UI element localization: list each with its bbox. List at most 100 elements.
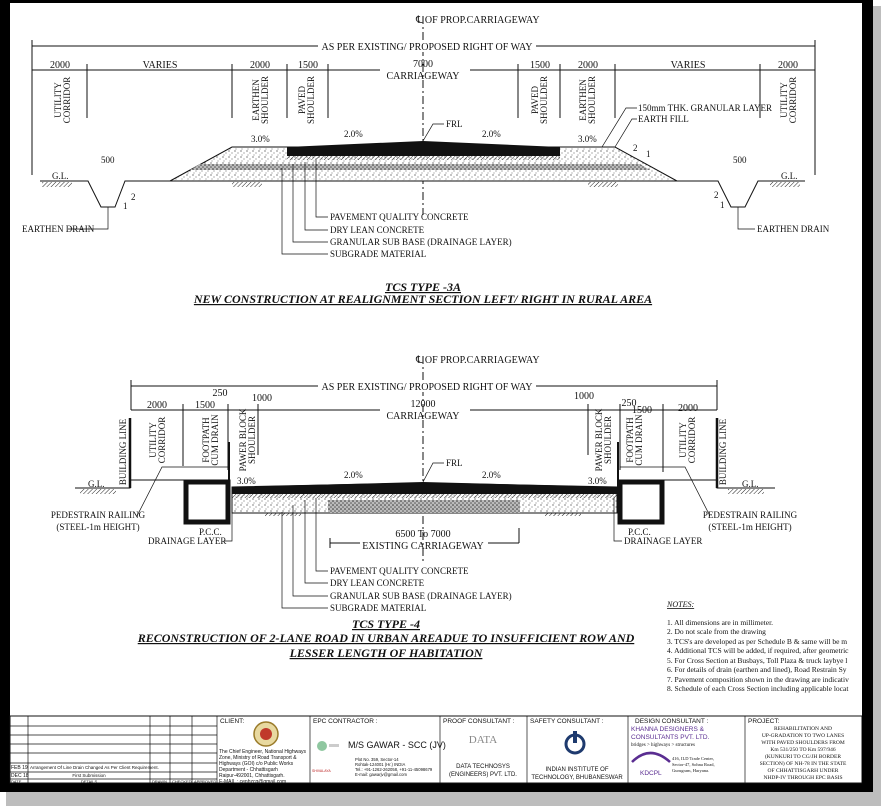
slope-ratio: 1 — [123, 201, 128, 211]
client-address: Raipur-492001, Chhattisgarh. — [219, 773, 285, 779]
slope-label: 3.0% — [251, 134, 270, 144]
carriageway-label: CARRIAGEWAY — [387, 71, 460, 82]
slope-label: 3.0% — [237, 476, 256, 486]
frl-label: FRL — [446, 458, 463, 468]
design-address: Gurugram, Haryana. — [672, 768, 709, 774]
granular-layer-label: 150mm THK. GRANULAR LAYER — [638, 103, 772, 113]
design-address: Sector-47, Sohna Road, — [672, 762, 715, 768]
revision-date: FEB 19 — [11, 765, 28, 771]
zone-label: UTILITY — [53, 82, 63, 118]
rev-header: DRAWN — [152, 779, 167, 784]
slope-ratio: 2 — [714, 190, 719, 200]
slope-label: 2.0% — [482, 129, 501, 139]
row-label: AS PER EXISTING/ PROPOSED RIGHT OF WAY — [322, 42, 533, 53]
rev-header: DETAILS — [81, 779, 98, 784]
notes-heading: NOTES: — [666, 600, 694, 609]
centerline-label: ℄ OF PROP.CARRIAGEWAY — [415, 15, 540, 26]
client-address: The Chief Engineer, National Highways — [219, 749, 306, 755]
design-heading: DESIGN CONSULTANT : — [635, 718, 709, 725]
earthen-drain-label: EARTHEN DRAIN — [757, 224, 830, 234]
railing-label: PEDESTRAIN RAILING — [51, 510, 146, 520]
dim-label: 1000 — [574, 391, 594, 402]
epc-heading: EPC CONTRACTOR : — [313, 718, 378, 725]
dim-label: 2000 — [50, 60, 70, 71]
zone-label: CUM DRAIN — [210, 414, 220, 466]
zone-label: EARTHEN — [251, 79, 261, 121]
kdcpl-logo-text: KDCPL — [640, 770, 662, 777]
revision-date: DEC 18 — [11, 773, 29, 779]
zone-label: BUILDING LINE — [718, 418, 728, 485]
pcc-label: P.C.C. — [628, 527, 651, 537]
dim-label: 250 — [622, 398, 637, 409]
project-text: UP-GRADATION TO TWO LANES — [762, 733, 844, 739]
project-text: NHDP-IV THROUGH EPC BASIS — [763, 775, 842, 781]
slope-ratio: 1 — [646, 149, 651, 159]
project-text: OF CHHATTISGARH UNDER — [768, 768, 839, 774]
zone-label: FOOTPATH — [201, 417, 211, 463]
centerline-label: ℄ OF PROP.CARRIAGEWAY — [415, 355, 540, 366]
sheet-frame-right — [862, 0, 873, 792]
right-drain-box — [617, 479, 665, 525]
slope-label: 3.0% — [578, 134, 597, 144]
railing-label: (STEEL-1m HEIGHT) — [708, 522, 791, 532]
zone-label: CUM DRAIN — [634, 414, 644, 466]
client-heading: CLIENT: — [220, 718, 244, 725]
proof-name: DATA TECHNOSYS — [456, 764, 510, 770]
client-address: Department - Chhattisgarh — [219, 767, 278, 773]
shivalaya-logo: SHIVALAYA — [312, 769, 331, 773]
iit-logo — [564, 731, 586, 755]
layer-label: DRY LEAN CONCRETE — [330, 225, 425, 235]
epc-address: Rohtak-124001 (Hr.) INDIA — [355, 762, 405, 767]
project-text: (KUNKURI TO CG/JH BORDER — [765, 753, 841, 760]
note-item: 6. For details of drain (earthen and lin… — [667, 665, 847, 674]
zone-label: SHOULDER — [247, 416, 257, 464]
kdcpl-logo — [631, 751, 671, 763]
section-tcs-4: ℄ OF PROP.CARRIAGEWAY AS PER EXISTING/ P… — [51, 355, 798, 660]
epc-name: M/S GAWAR - SCC (JV) — [348, 740, 446, 750]
dim-label: 2000 — [678, 403, 698, 414]
zone-label: PAWER BLOCK — [238, 408, 248, 471]
dim-label: 2000 — [250, 60, 270, 71]
earthen-drain-label: EARTHEN DRAIN — [22, 224, 95, 234]
dim-label: 250 — [213, 388, 228, 399]
epc-address: Tel.: +91-1262-262058, +91-11-45098679 — [355, 767, 433, 772]
project-heading: PROJECT: — [748, 718, 780, 725]
dim-label: VARIES — [143, 60, 178, 71]
section-title: TCS TYPE -3A — [385, 280, 461, 294]
slope-label: 2.0% — [344, 470, 363, 480]
revision-desc: First Submission — [72, 773, 106, 778]
existing-width: 6500 To 7000 — [395, 529, 450, 540]
zone-label: EARTHEN — [578, 79, 588, 121]
carriageway-width: 7000 — [413, 59, 433, 70]
note-item: 4. Additional TCS will be added, if requ… — [667, 646, 849, 655]
railing-label: (STEEL-1m HEIGHT) — [56, 522, 139, 532]
data-technosys-logo: DATA — [469, 734, 498, 746]
project-text: Km 531/250 TO Km 597/946 — [770, 747, 835, 753]
zone-label: PAVED — [297, 85, 307, 114]
zone-label: BUILDING LINE — [118, 418, 128, 485]
zone-label: UTILITY — [148, 422, 158, 458]
section-subtitle: LESSER LENGTH OF HABITATION — [289, 646, 484, 660]
epc-address: Plot No. 359, Sector-14 — [355, 757, 399, 762]
dim-label: 2000 — [147, 400, 167, 411]
government-emblem-logo — [253, 721, 279, 747]
section-title: TCS TYPE -4 — [352, 617, 420, 631]
slope-label: 2.0% — [482, 470, 501, 480]
slope-label: 3.0% — [588, 476, 607, 486]
project-text: REHABILITATION AND — [774, 726, 832, 732]
proof-heading: PROOF CONSULTANT : — [443, 718, 515, 725]
zone-label: CORRIDOR — [788, 77, 798, 124]
client-email: E-MAIL : cenhzcg@gmail.com — [219, 779, 286, 785]
note-item: 8. Schedule of each Cross Section includ… — [667, 684, 849, 693]
slope-ratio: 1 — [720, 200, 725, 210]
granular-sub-base — [190, 164, 650, 170]
zone-label: FOOTPATH — [625, 417, 635, 463]
note-item: 2. Do not scale from the drawing — [667, 627, 766, 636]
design-name: CONSULTANTS PVT. LTD. — [631, 734, 710, 741]
project-text: SECTION) OF NH-78 IN THE STATE — [760, 760, 847, 767]
safety-name: INDIAN INSTITUTE OF — [546, 767, 609, 773]
zone-label: SHOULDER — [306, 76, 316, 124]
sheet-area — [10, 3, 862, 783]
dim-label: 1000 — [252, 393, 272, 404]
